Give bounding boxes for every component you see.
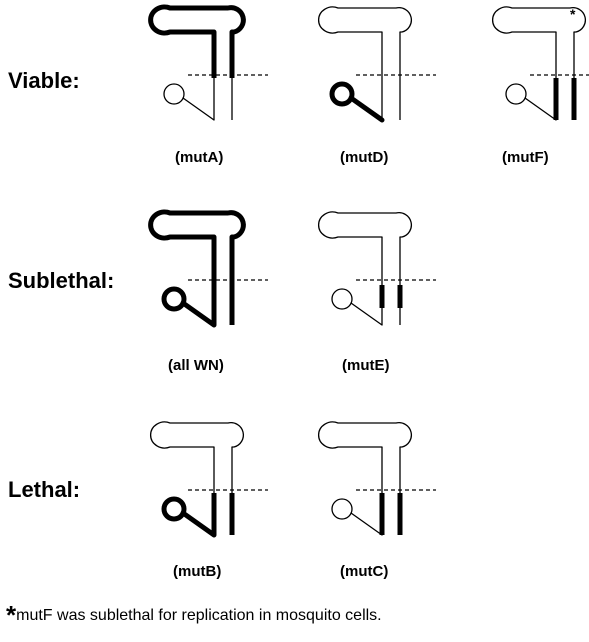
footnote: *mutF was sublethal for replication in m… [6,602,382,628]
rna-structure-diagram [317,6,436,123]
top-loop [148,209,246,241]
top-loop [317,6,413,34]
bottom-connector [180,300,217,328]
caption-mutF: (mutF) [502,149,549,166]
caption-mutA: (mutA) [175,149,224,166]
rna-structure-diagram [148,4,268,121]
footnote-asterisk: * [6,600,17,630]
bottom-connector [182,97,215,121]
top-loop [317,211,413,239]
top-loop [148,4,246,36]
rna-structure-diagram [149,421,268,538]
bottom-loop [161,286,187,312]
bottom-loop [331,288,353,310]
rna-structure-diagram [491,6,589,121]
bottom-connector [348,95,385,123]
bottom-connector [524,97,557,121]
top-loop [317,421,413,449]
row-label-sublethal: Sublethal: [8,268,115,293]
row-label-lethal: Lethal: [8,477,81,502]
bottom-loop [331,498,353,520]
caption-mutE: (mutE) [342,357,390,374]
caption-all-wn: (all WN) [168,357,224,374]
top-loop [149,421,245,449]
rna-structure-diagram [148,209,268,328]
asterisk-mark: * [570,6,576,22]
top-loop [491,6,587,34]
caption-mutB: (mutB) [173,563,222,580]
caption-mutC: (mutC) [340,563,389,580]
footnote-text: mutF was sublethal for replication in mo… [16,607,382,624]
rna-structure-diagram [317,421,436,536]
bottom-connector [350,302,383,326]
row-label-viable: Viable: [8,68,80,93]
bottom-connector [180,510,217,538]
bottom-loop [329,81,355,107]
bottom-loop [163,83,185,105]
bottom-loop [161,496,187,522]
rna-structure-diagram [317,211,436,326]
bottom-loop [505,83,527,105]
bottom-connector [350,512,383,536]
caption-mutD: (mutD) [340,149,389,166]
